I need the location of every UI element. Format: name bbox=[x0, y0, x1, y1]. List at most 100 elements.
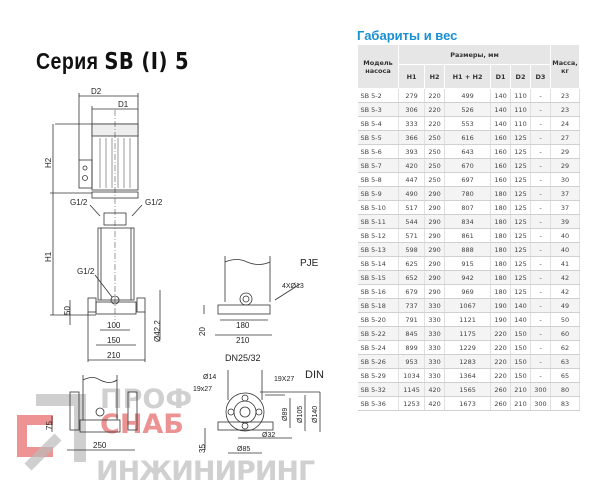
junction-box bbox=[78, 159, 93, 189]
cell-d1: 180 bbox=[490, 270, 512, 285]
cell-d2: 125 bbox=[510, 172, 531, 187]
cell-d1: 140 bbox=[490, 88, 512, 103]
cell-h2: 290 bbox=[424, 228, 446, 243]
pump-body bbox=[97, 227, 135, 301]
cell-d2: 125 bbox=[510, 242, 531, 257]
cell-model: SB 5-11 bbox=[357, 214, 399, 229]
cell-mass: 40 bbox=[550, 228, 580, 243]
cell-mass: 37 bbox=[550, 200, 580, 215]
cell-model: SB 5-7 bbox=[357, 158, 399, 173]
label-100: 100 bbox=[107, 321, 121, 330]
main-view bbox=[50, 93, 161, 362]
cell-mass: 49 bbox=[550, 298, 580, 313]
cell-d2: 210 bbox=[510, 396, 531, 411]
cell-model: SB 5-10 bbox=[357, 200, 399, 215]
label-g-left: G1/2 bbox=[70, 198, 88, 207]
cell-d3: 300 bbox=[530, 382, 551, 397]
cell-h1: 279 bbox=[398, 88, 426, 103]
cell-h1h2: 1673 bbox=[444, 396, 492, 411]
cell-mass: 24 bbox=[550, 116, 580, 131]
cell-model: SB 5-29 bbox=[357, 368, 399, 383]
cell-d3: - bbox=[530, 144, 551, 159]
cell-h1h2: 942 bbox=[444, 270, 492, 285]
cell-h2: 330 bbox=[424, 340, 446, 355]
cell-model: SB 5-15 bbox=[357, 270, 399, 285]
cell-h2: 290 bbox=[424, 214, 446, 229]
cell-d2: 150 bbox=[510, 326, 531, 341]
cell-mass: 50 bbox=[550, 312, 580, 327]
cell-d2: 125 bbox=[510, 270, 531, 285]
cell-h1h2: 915 bbox=[444, 256, 492, 271]
label-d1: D1 bbox=[118, 100, 129, 109]
cell-d2: 140 bbox=[510, 312, 531, 327]
cell-d1: 180 bbox=[490, 228, 512, 243]
cell-h1: 420 bbox=[398, 158, 426, 173]
cell-model: SB 5-26 bbox=[357, 354, 399, 369]
cell-mass: 23 bbox=[550, 102, 580, 117]
cell-mass: 40 bbox=[550, 242, 580, 257]
cell-d1: 190 bbox=[490, 312, 512, 327]
cell-mass: 65 bbox=[550, 368, 580, 383]
cell-d2: 125 bbox=[510, 214, 531, 229]
cell-mass: 60 bbox=[550, 326, 580, 341]
cell-model: SB 5-36 bbox=[357, 396, 399, 411]
cell-h1: 333 bbox=[398, 116, 426, 131]
cell-h2: 220 bbox=[424, 116, 446, 131]
cell-h1h2: 526 bbox=[444, 102, 492, 117]
cell-mass: 37 bbox=[550, 186, 580, 201]
cell-d2: 110 bbox=[510, 102, 531, 117]
header-mass: Масса, кг bbox=[550, 44, 580, 89]
cell-d1: 260 bbox=[490, 396, 512, 411]
cell-h1: 899 bbox=[398, 340, 426, 355]
label-bolt-right: 19X27 bbox=[274, 376, 294, 383]
header-h2: H2 bbox=[424, 64, 446, 89]
label-pje: PJE bbox=[300, 258, 319, 269]
cell-h2: 290 bbox=[424, 186, 446, 201]
cell-h1h2: 553 bbox=[444, 116, 492, 131]
cell-mass: 83 bbox=[550, 396, 580, 411]
cell-d2: 140 bbox=[510, 298, 531, 313]
cell-d2: 110 bbox=[510, 88, 531, 103]
cell-h1: 737 bbox=[398, 298, 426, 313]
header-sizes: Размеры, мм bbox=[398, 44, 551, 65]
cell-model: SB 5-20 bbox=[357, 312, 399, 327]
cell-d3: - bbox=[530, 186, 551, 201]
label-holes: 4XØ13 bbox=[282, 283, 304, 290]
label-d2: D2 bbox=[91, 87, 102, 96]
label-pje-210: 210 bbox=[236, 336, 250, 345]
title-prefix: Серия bbox=[36, 48, 99, 74]
cell-mass: 27 bbox=[550, 130, 580, 145]
cell-d1: 140 bbox=[490, 116, 512, 131]
label-h1: H1 bbox=[44, 251, 53, 262]
cell-h1: 447 bbox=[398, 172, 426, 187]
cell-h1h2: 1283 bbox=[444, 354, 492, 369]
cell-model: SB 5-3 bbox=[357, 102, 399, 117]
cell-d3: - bbox=[530, 368, 551, 383]
cell-mass: 30 bbox=[550, 172, 580, 187]
cell-d1: 160 bbox=[490, 130, 512, 145]
cell-mass: 63 bbox=[550, 354, 580, 369]
cell-mass: 42 bbox=[550, 284, 580, 299]
watermark-line2: СНАБ bbox=[100, 409, 184, 440]
cell-h1h2: 888 bbox=[444, 242, 492, 257]
cell-d3: - bbox=[530, 130, 551, 145]
cell-d2: 125 bbox=[510, 256, 531, 271]
cell-h1h2: 499 bbox=[444, 88, 492, 103]
cell-h2: 330 bbox=[424, 368, 446, 383]
cell-d3: - bbox=[530, 102, 551, 117]
cell-d3: - bbox=[530, 354, 551, 369]
cell-d1: 160 bbox=[490, 172, 512, 187]
cell-mass: 23 bbox=[550, 88, 580, 103]
header-h1: H1 bbox=[397, 64, 426, 89]
cell-d2: 125 bbox=[510, 144, 531, 159]
cell-mass: 62 bbox=[550, 340, 580, 355]
cell-h1: 598 bbox=[398, 242, 426, 257]
cell-d3: - bbox=[530, 228, 551, 243]
cell-mass: 80 bbox=[550, 382, 580, 397]
label-pje-180: 180 bbox=[236, 321, 250, 330]
